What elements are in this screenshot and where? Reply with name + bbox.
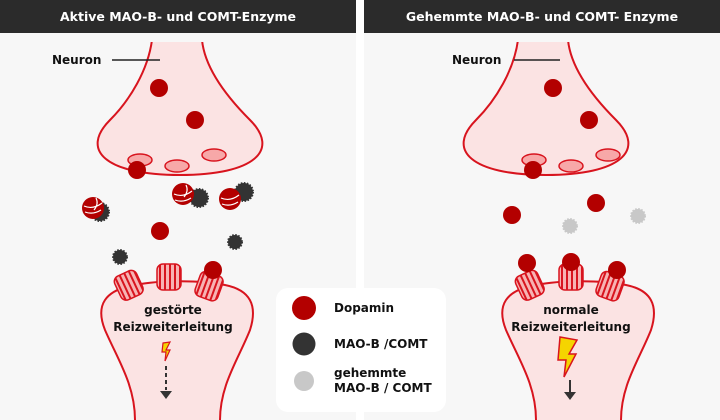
panel-active-enzymes: Aktive MAO-B- und COMT-Enzyme Neuron [0,0,356,420]
dopamine-molecule [186,111,204,129]
legend-label: Dopamin [334,300,395,315]
legend-label-line1: gehemmte [334,366,407,380]
legend: Dopamin MAO-B /COMT gehemmte MAO-B / COM… [276,288,446,412]
dopamine-molecule [518,254,536,272]
receptor [113,269,144,301]
active-enzyme [227,234,243,250]
signal-label-line2: Reizweiterleitung [113,320,232,334]
legend-label: MAO-B /COMT [334,336,428,351]
legend-item-active-enzyme: MAO-B /COMT [292,332,427,356]
signal-label-line2: Reizweiterleitung [511,320,630,334]
presynaptic-neuron [462,39,630,177]
dopamine-molecule [503,206,521,224]
degraded-dopamine-group [172,183,209,208]
vesicle [201,148,227,162]
signal-label-line1: gestörte [144,303,202,317]
vesicle [164,159,190,173]
strong-lightning-icon [557,336,579,378]
active-enzymes-diagram: Neuron [52,34,264,420]
dopamine-molecule [580,111,598,129]
weak-lightning-icon [161,341,172,362]
dopamine-dot-icon [292,296,316,320]
degraded-dopamine-group [219,182,254,210]
dopamine-molecule [150,79,168,97]
arrow-head-icon [160,391,172,399]
receptor [514,269,545,301]
active-enzyme [112,249,128,265]
inhibited-enzymes-diagram: Neuron normale Reizweiterleitung [452,34,655,420]
receptor [156,263,182,291]
dopamine-molecule [544,79,562,97]
dopamine-molecule [562,253,580,271]
inhibited-enzyme [562,218,578,234]
dopamine-molecule [587,194,605,212]
panel-title: Aktive MAO-B- und COMT-Enzyme [0,0,356,33]
dopamine-molecule [608,261,626,279]
legend-label-line2: MAO-B / COMT [334,381,432,395]
panel-title: Gehemmte MAO-B- und COMT- Enzyme [364,0,720,33]
legend-label: gehemmte MAO-B / COMT [334,366,432,396]
legend-item-dopamine: Dopamin [292,296,394,320]
dopamine-molecule [128,161,146,179]
vesicle [595,148,621,162]
legend-item-inhibited-enzyme: gehemmte MAO-B / COMT [292,366,432,396]
presynaptic-neuron [96,39,264,177]
active-enzyme-icon [294,334,314,354]
neuron-label: Neuron [52,53,101,67]
arrow-head-icon [564,392,576,400]
degraded-dopamine-group [82,197,110,222]
inhibited-enzyme [630,208,646,224]
inhibited-enzyme-icon [294,371,314,391]
signal-label-line1: normale [543,303,599,317]
neuron-label: Neuron [452,53,501,67]
dopamine-molecule [151,222,169,240]
vesicle [558,159,584,173]
dopamine-molecule [204,261,222,279]
dopamine-molecule [524,161,542,179]
